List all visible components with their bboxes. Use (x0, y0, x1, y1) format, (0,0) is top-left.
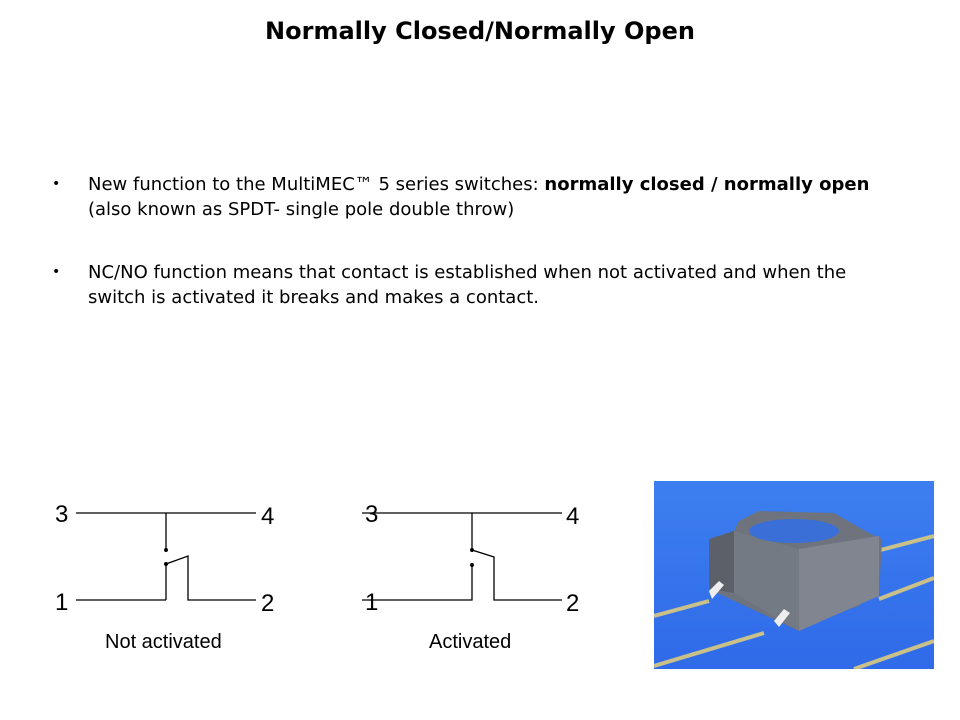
bullet-text: NC/NO function means that contact is est… (88, 262, 847, 308)
pin-label: 1 (365, 589, 378, 616)
bullet-bold-text: normally closed / normally open (544, 174, 870, 195)
pin-label: 4 (566, 503, 579, 530)
bullet-item: • NC/NO function means that contact is e… (52, 260, 892, 310)
bullet-icon: • (52, 264, 61, 280)
bullet-text: (also known as SPDT- single pole double … (88, 199, 515, 220)
pin-label: 2 (261, 590, 274, 617)
caption-not-activated: Not activated (105, 631, 222, 653)
pin-label: 3 (55, 501, 68, 528)
slide-title: Normally Closed/Normally Open (265, 17, 695, 45)
bullet-list: • New function to the MultiMEC™ 5 series… (52, 172, 892, 348)
diagram-not-activated (76, 512, 256, 601)
bullet-icon: • (52, 176, 61, 192)
caption-activated: Activated (429, 631, 512, 653)
pin-label: 1 (55, 589, 68, 616)
pin-label: 4 (261, 503, 274, 530)
pin-label: 3 (365, 501, 378, 528)
diagram-activated (362, 512, 562, 601)
pin-label: 2 (566, 590, 579, 617)
bullet-item: • New function to the MultiMEC™ 5 series… (52, 172, 892, 222)
bullet-text: New function to the MultiMEC™ 5 series s… (88, 174, 545, 195)
switch-photo (654, 481, 934, 669)
